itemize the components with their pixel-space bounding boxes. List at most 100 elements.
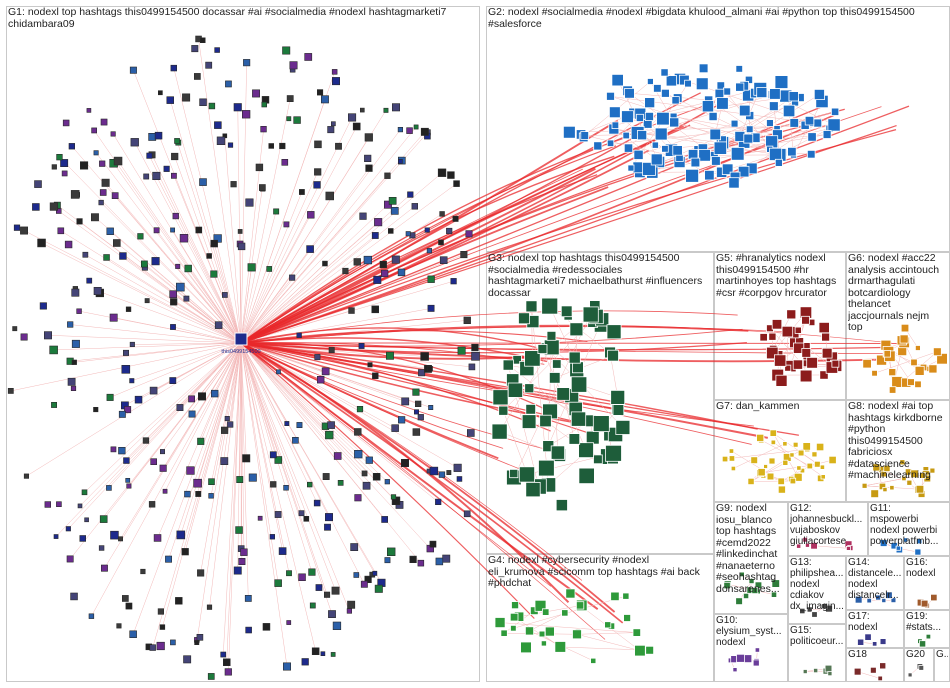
node[interactable]: [151, 257, 160, 266]
node[interactable]: [179, 234, 189, 243]
node[interactable]: [453, 180, 460, 187]
node-g3[interactable]: [585, 430, 600, 445]
node-g5[interactable]: [771, 319, 783, 330]
node[interactable]: [198, 392, 207, 401]
node-g8[interactable]: [889, 485, 895, 491]
node[interactable]: [362, 481, 371, 490]
node-g5[interactable]: [784, 364, 792, 372]
node[interactable]: [65, 526, 71, 532]
node[interactable]: [471, 343, 479, 352]
node-g16[interactable]: [930, 593, 938, 602]
node-g12[interactable]: [802, 537, 808, 543]
node-g3[interactable]: [509, 468, 519, 479]
node[interactable]: [328, 347, 335, 354]
node[interactable]: [183, 295, 190, 302]
node[interactable]: [214, 47, 220, 53]
node[interactable]: [386, 547, 396, 557]
node[interactable]: [258, 184, 266, 191]
node[interactable]: [148, 133, 157, 141]
node[interactable]: [196, 633, 204, 641]
node[interactable]: [268, 143, 274, 149]
node-g4[interactable]: [542, 608, 550, 616]
node[interactable]: [237, 242, 246, 251]
node-g5[interactable]: [774, 354, 787, 367]
node-g2[interactable]: [714, 88, 725, 99]
node[interactable]: [391, 255, 400, 264]
node-g17[interactable]: [879, 638, 887, 645]
node[interactable]: [110, 530, 119, 540]
node[interactable]: [427, 275, 435, 283]
node-g2[interactable]: [611, 74, 624, 87]
node[interactable]: [380, 269, 389, 278]
node-g10[interactable]: [732, 667, 738, 673]
node[interactable]: [463, 510, 471, 518]
node-g6[interactable]: [888, 386, 897, 394]
node[interactable]: [438, 471, 446, 478]
node[interactable]: [67, 377, 76, 386]
node-g7[interactable]: [828, 455, 837, 465]
node[interactable]: [205, 61, 213, 69]
node[interactable]: [66, 555, 74, 563]
node[interactable]: [427, 304, 435, 312]
node[interactable]: [49, 202, 58, 211]
node-g3[interactable]: [524, 383, 535, 394]
node[interactable]: [427, 365, 433, 372]
node-g2[interactable]: [756, 87, 768, 99]
node[interactable]: [397, 127, 404, 133]
node-g3[interactable]: [538, 459, 555, 477]
node[interactable]: [364, 133, 373, 142]
node[interactable]: [129, 630, 137, 638]
node[interactable]: [236, 476, 244, 483]
node-g4[interactable]: [538, 630, 546, 638]
node[interactable]: [154, 131, 163, 140]
node[interactable]: [210, 239, 218, 248]
node-g7[interactable]: [820, 474, 826, 480]
node-g13[interactable]: [811, 611, 818, 618]
node-g6[interactable]: [891, 376, 904, 388]
node-g2[interactable]: [774, 75, 789, 89]
node[interactable]: [193, 478, 202, 488]
node[interactable]: [79, 535, 87, 542]
node-g5[interactable]: [799, 369, 813, 383]
node-g7[interactable]: [789, 477, 797, 485]
node-g9[interactable]: [748, 578, 755, 584]
node[interactable]: [208, 102, 216, 110]
node[interactable]: [413, 409, 419, 415]
node-g4[interactable]: [610, 591, 620, 601]
node-g2[interactable]: [690, 157, 701, 168]
node-g2[interactable]: [651, 141, 659, 149]
node[interactable]: [426, 248, 433, 254]
node[interactable]: [286, 95, 294, 102]
node-g3[interactable]: [570, 376, 588, 393]
node-g2[interactable]: [721, 163, 734, 175]
node[interactable]: [208, 493, 214, 499]
node[interactable]: [274, 511, 282, 518]
node[interactable]: [437, 168, 447, 177]
node-g7[interactable]: [816, 442, 825, 452]
node-g13[interactable]: [821, 603, 828, 610]
node[interactable]: [400, 458, 409, 467]
node[interactable]: [200, 37, 206, 43]
node[interactable]: [428, 404, 434, 410]
node[interactable]: [143, 173, 150, 180]
node-g11[interactable]: [914, 548, 922, 556]
node-g7[interactable]: [782, 459, 789, 466]
node-g5[interactable]: [794, 326, 802, 334]
node[interactable]: [257, 515, 263, 521]
node-g6[interactable]: [871, 369, 878, 377]
node[interactable]: [99, 189, 107, 196]
node[interactable]: [446, 227, 453, 235]
node-g9[interactable]: [723, 581, 731, 590]
node-g5[interactable]: [806, 356, 818, 369]
node[interactable]: [308, 568, 316, 576]
node[interactable]: [367, 362, 373, 368]
node[interactable]: [221, 426, 229, 434]
node-g7[interactable]: [796, 465, 802, 471]
node-g7[interactable]: [782, 441, 788, 447]
node[interactable]: [61, 170, 68, 177]
node[interactable]: [149, 644, 156, 651]
node[interactable]: [225, 80, 232, 88]
node[interactable]: [442, 554, 451, 563]
node[interactable]: [286, 620, 292, 625]
node[interactable]: [169, 290, 177, 299]
